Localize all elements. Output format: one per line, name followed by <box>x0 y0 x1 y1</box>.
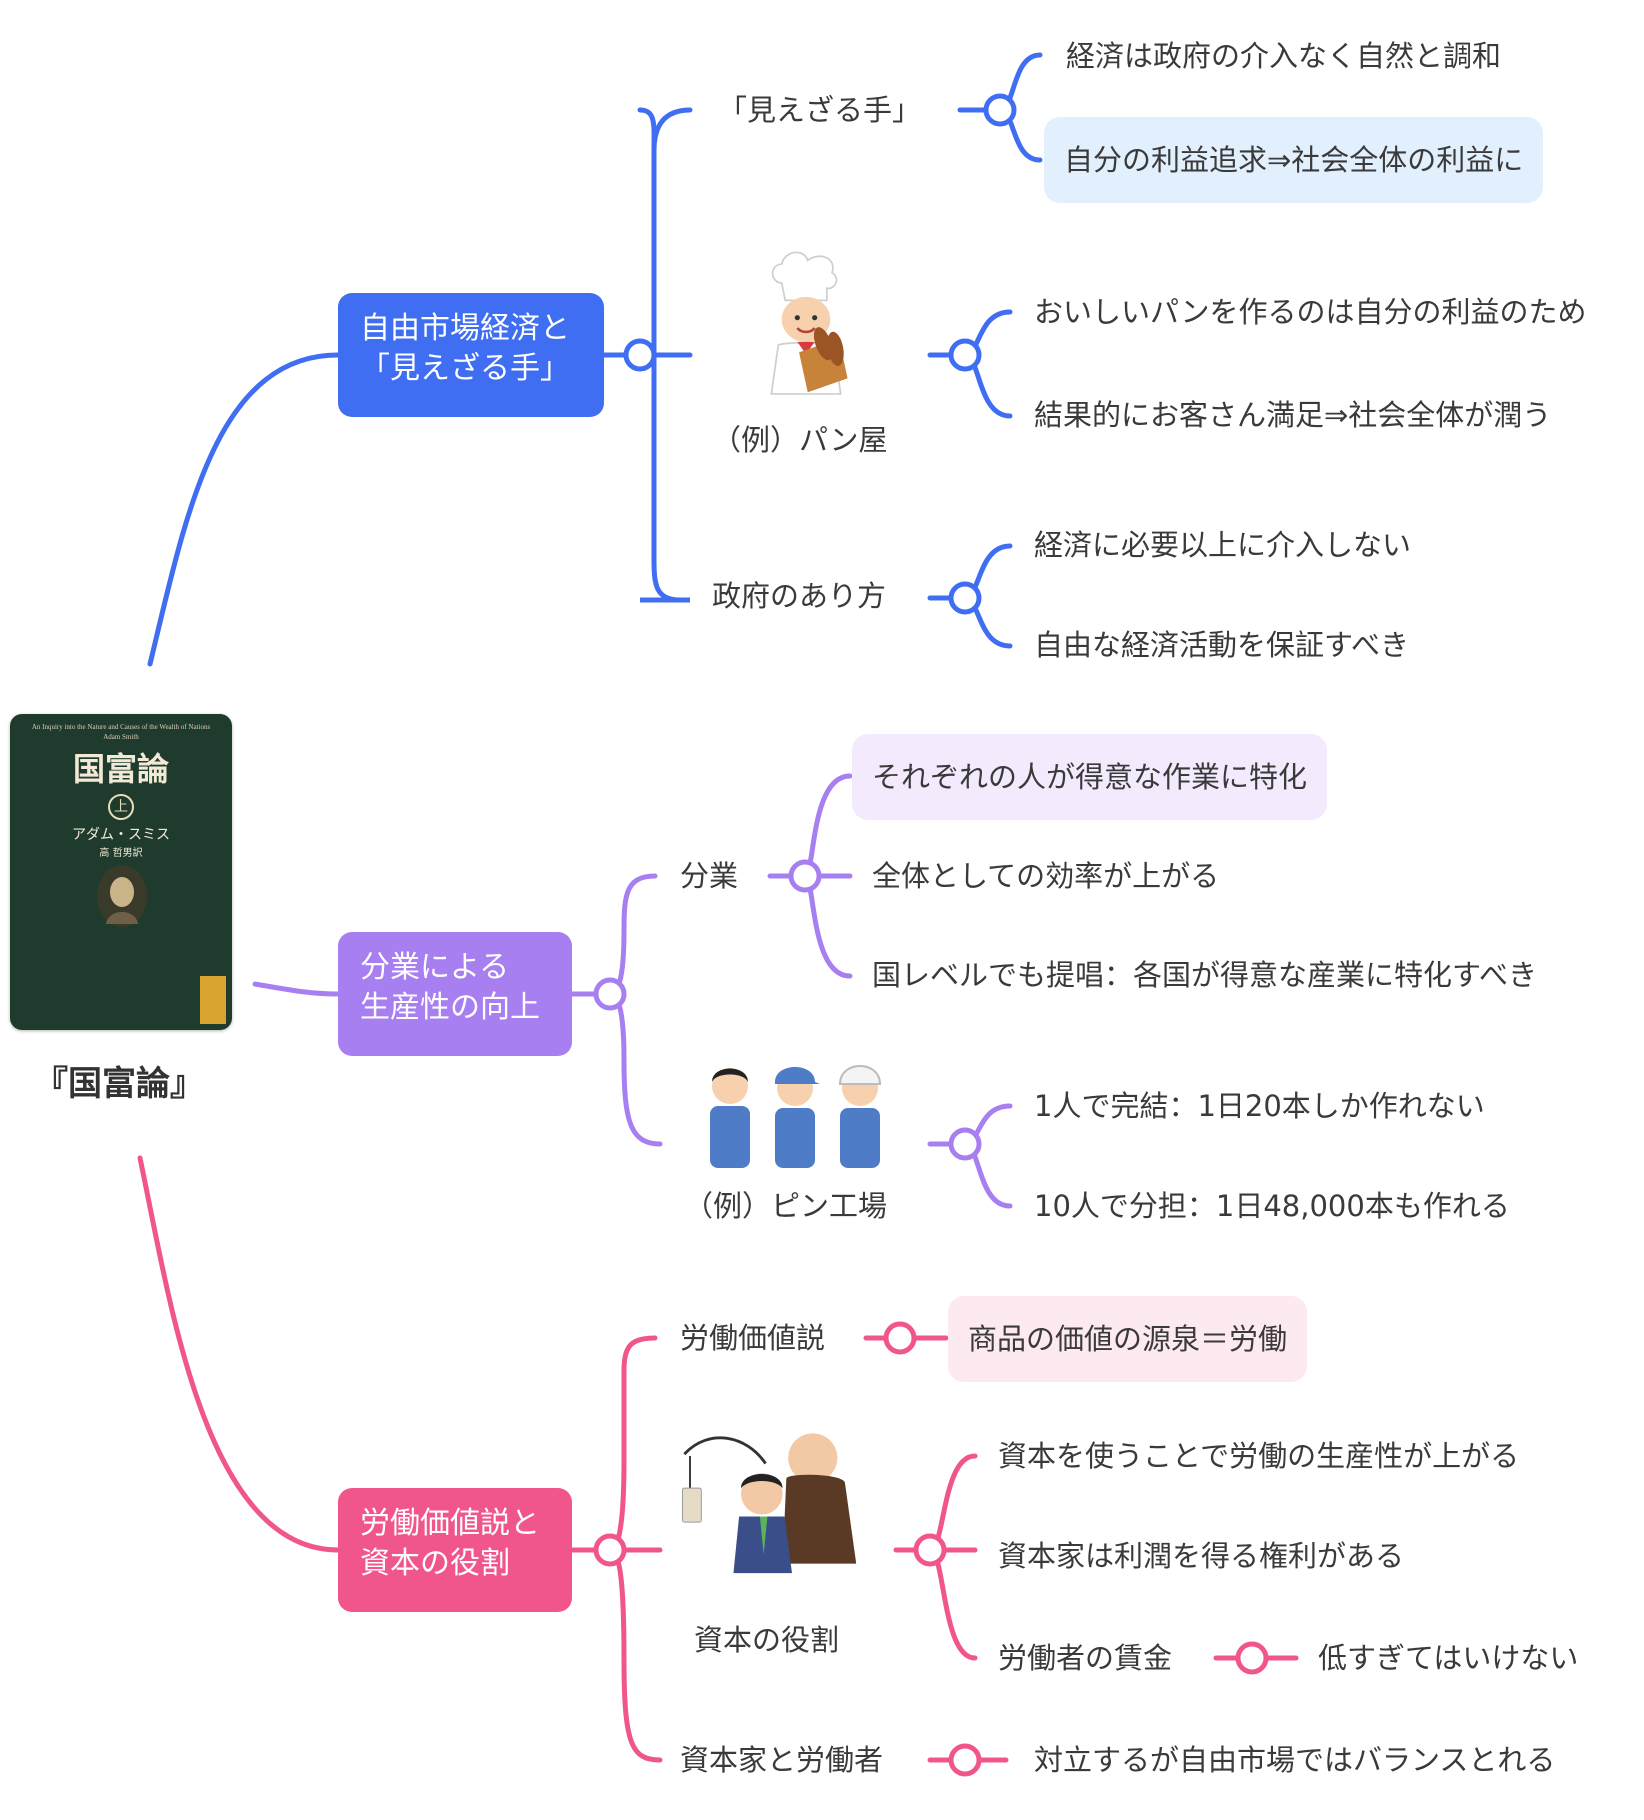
branch-free-market[interactable]: 自由市場経済と 「見えざる手」 <box>338 293 604 417</box>
detail: 資本家は利潤を得る権利がある <box>998 1539 1405 1573</box>
book-title: 国富論 <box>72 750 169 788</box>
publisher-logo <box>200 976 226 1024</box>
detail-highlight: 自分の利益追求⇒社会全体の利益に <box>1044 117 1544 203</box>
factory-workers-icon <box>710 1065 882 1168</box>
link-root-branch1 <box>147 352 341 667</box>
topic-pin-factory-example[interactable]: （例）ピン工場 <box>684 1189 888 1223</box>
root-label: 『国富論』 <box>34 1064 204 1104</box>
detail: 経済は政府の介入なく自然と調和 <box>1066 39 1502 73</box>
topic-labor-value[interactable]: 労働価値説 <box>680 1321 826 1355</box>
book-subtitle-en: An Inquiry into the Nature and Causes of… <box>31 723 211 731</box>
detail: 自由な経済活動を保証すべき <box>1034 628 1409 662</box>
topic-government-role[interactable]: 政府のあり方 <box>712 579 887 613</box>
detail: 資本を使うことで労働の生産性が上がる <box>998 1439 1520 1473</box>
baker-icon <box>770 251 848 395</box>
detail: 対立するが自由市場ではバランスとれる <box>1034 1743 1556 1777</box>
book-author-en: Adam Smith <box>103 733 139 741</box>
detail: 経済に必要以上に介入しない <box>1034 528 1412 562</box>
detail: 国レベルでも提唱：各国が得意な産業に特化すべき <box>872 958 1537 992</box>
detail-wages[interactable]: 労働者の賃金 <box>998 1641 1173 1675</box>
detail: 10人で分担：1日48,000本も作れる <box>1034 1189 1510 1223</box>
capitalist-worker-icon <box>681 1433 857 1574</box>
topic-capital-vs-labor[interactable]: 資本家と労働者 <box>680 1743 884 1777</box>
detail: 低すぎてはいけない <box>1318 1641 1579 1675</box>
link-branch1-fork <box>601 107 693 603</box>
topic-division[interactable]: 分業 <box>680 859 739 893</box>
detail: 全体としての効率が上がる <box>872 859 1220 893</box>
detail-highlight: 商品の価値の源泉＝労働 <box>948 1296 1308 1382</box>
portrait-icon <box>97 865 147 927</box>
topic-capital-role[interactable]: 資本の役割 <box>694 1623 840 1657</box>
detail-highlight: それぞれの人が得意な作業に特化 <box>852 734 1328 820</box>
branch-labor-theory[interactable]: 労働価値説と 資本の役割 <box>338 1488 572 1612</box>
topic-bakery-example[interactable]: （例）パン屋 <box>712 423 888 457</box>
book-cover-image: An Inquiry into the Nature and Causes of… <box>10 714 232 1030</box>
detail: 結果的にお客さん満足⇒社会全体が潤う <box>1034 398 1552 432</box>
book-volume: 上 <box>108 794 134 820</box>
branch-division-of-labor[interactable]: 分業による 生産性の向上 <box>338 932 572 1056</box>
book-author: アダム・スミス <box>72 827 170 843</box>
topic-invisible-hand[interactable]: 「見えざる手」 <box>718 93 922 127</box>
book-translator: 高 哲男訳 <box>99 848 143 859</box>
detail: 1人で完結：1日20本しか作れない <box>1034 1089 1485 1123</box>
detail: おいしいパンを作るのは自分の利益のため <box>1034 295 1587 329</box>
